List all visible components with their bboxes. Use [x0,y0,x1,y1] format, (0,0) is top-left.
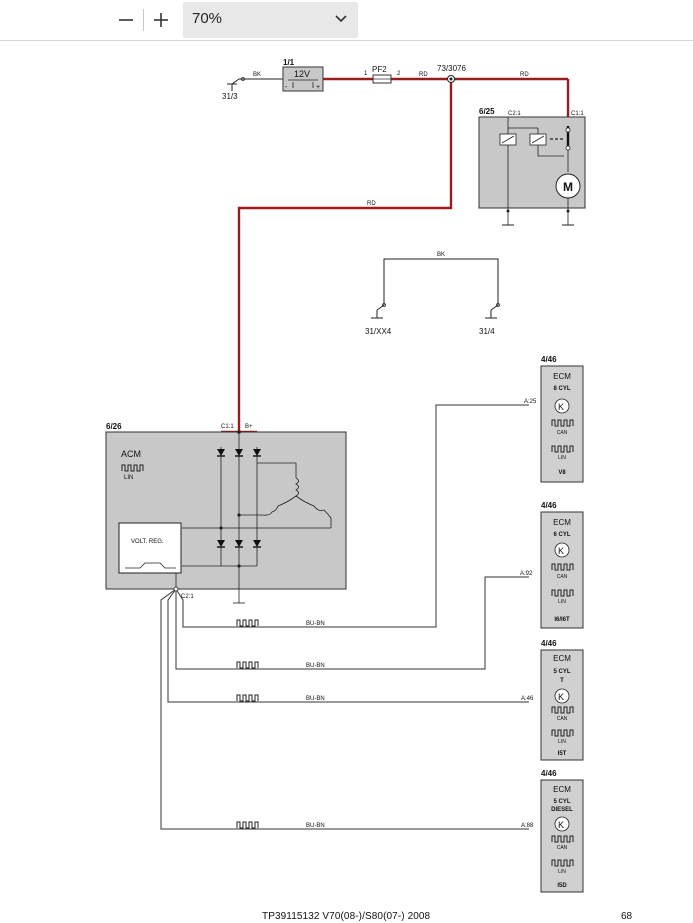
starter-motor-symbol: M [563,180,573,194]
ecm-title: ECM [553,372,571,381]
wire-bk-label: BK [253,72,261,78]
ecm-code: V8 [558,470,566,476]
plus-icon [154,13,168,27]
starter-conn-c1: C1:1 [571,111,584,117]
bus-wire-label-3: BU-BN [306,696,325,702]
ecm-id: 4/46 [541,769,557,778]
page-number: 68 [621,911,633,922]
ecm-pin: A:25 [524,399,537,405]
battery-minus: - [285,84,288,91]
ecm-relay-symbol: K [558,820,564,830]
ecm-lin: LIN [558,739,566,745]
alternator-conn-bplus: B+ [245,424,253,430]
battery-voltage: 12V [294,69,310,79]
ecm-title: ECM [553,785,571,794]
ecm-can: CAN [557,574,568,580]
document-reference: TP39115132 V70(08-)/S80(07-) 2008 [262,911,431,922]
ecm-title: ECM [553,654,571,663]
fuse-pin2: 2 [397,71,401,77]
battery-id: 1/1 [283,58,295,67]
ecm-variant-2: T [560,678,564,684]
ecm-code: I5T [558,751,567,757]
ecm-pin: A:46 [521,696,534,702]
ecm-i6: 4/46 ECM 6 CYL K CAN LIN I6/I6T A:92 [520,501,584,629]
ecm-id: 4/46 [541,355,557,364]
lin-bus-wires [160,404,529,830]
bus-wire-label-1: BU-BN [306,621,325,627]
splice-73-3076: 73/3076 [437,64,466,83]
battery-plus: + [316,84,320,91]
ecm-id: 4/46 [541,501,557,510]
ecm-lin: LIN [558,869,566,875]
zoom-level-value: 70% [192,10,223,27]
alternator-name: ACM [121,449,141,459]
zoom-in-button[interactable] [146,4,176,36]
wire-rd-label-2: RD [520,72,529,78]
ecm-variant: 6 CYL [553,532,570,538]
minus-icon [119,19,133,21]
starter-conn-c2: C2:1 [508,111,521,117]
ecm-variant: 5 CYL [553,669,570,675]
ecm-v8: 4/46 ECM 8 CYL K CAN LIN V8 A:25 [524,355,584,483]
ecm-relay-symbol: K [558,546,564,556]
ecm-variant: 5 CYL [553,799,570,805]
ecm-pin: A:88 [521,823,534,829]
starter-id: 6/25 [479,107,495,116]
starter-motor: 6/25 C2:1 C1:1 M [478,107,586,226]
ground-31-3-label: 31/3 [222,92,238,101]
ecm-i5d: 4/46 ECM 5 CYL DIESEL K CAN LIN I5D A:88 [521,769,584,893]
chevron-down-icon [335,15,347,23]
voltage-regulator-label: VOLT. REG. [131,539,164,545]
toolbar-divider [143,9,144,31]
ecm-code: I5D [557,883,567,889]
ecm-pin: A:92 [520,571,533,577]
ground-block: BK 31/XX4 31/4 [365,252,500,336]
battery: 1/1 12V - + [282,58,324,92]
ecm-variant: 8 CYL [553,386,570,392]
ecm-variant-2: DIESEL [551,807,573,813]
fuse-pf2: 1 PF2 2 [364,65,401,84]
bus-wire-label-4: BU-BN [306,823,325,829]
zoom-level-select[interactable]: 70% [183,2,358,38]
ground-31-xx4-label: 31/XX4 [365,327,392,336]
ecm-title: ECM [553,518,571,527]
alternator-id: 6/26 [106,422,122,431]
alternator-conn-c2: C2:1 [181,594,194,600]
ecm-lin: LIN [558,455,566,461]
wire-rd-label-3: RD [367,201,376,207]
bus-wire-label-2: BU-BN [306,663,325,669]
pdf-toolbar: 70% [0,0,693,41]
fuse-label: PF2 [372,65,387,74]
splice-label: 73/3076 [437,64,466,73]
ground-31-3: 31/3 [222,77,245,101]
ecm-can: CAN [557,430,568,436]
ecm-can: CAN [557,716,568,722]
wiring-diagram: 31/3 BK 1/1 12V - + 1 PF2 2 RD 73/3076 R… [105,58,586,893]
alternator-conn-c1: C1:1 [221,424,234,430]
ecm-relay-symbol: K [558,692,564,702]
ecm-id: 4/46 [541,639,557,648]
fuse-pin1: 1 [364,71,368,77]
alternator-module: 6/26 ACM LIN C1:1 B+ [105,422,347,604]
ecm-code: I6/I6T [554,617,570,623]
wire-rd-label-1: RD [419,72,428,78]
alternator-lin: LIN [124,475,133,481]
ecm-i5t: 4/46 ECM 5 CYL T K CAN LIN I5T A:46 [521,639,584,761]
ground-block-wire: BK [437,252,445,258]
ecm-lin: LIN [558,599,566,605]
ground-31-4-label: 31/4 [479,327,495,336]
zoom-out-button[interactable] [111,4,141,36]
ecm-can: CAN [557,845,568,851]
ecm-relay-symbol: K [558,402,564,412]
